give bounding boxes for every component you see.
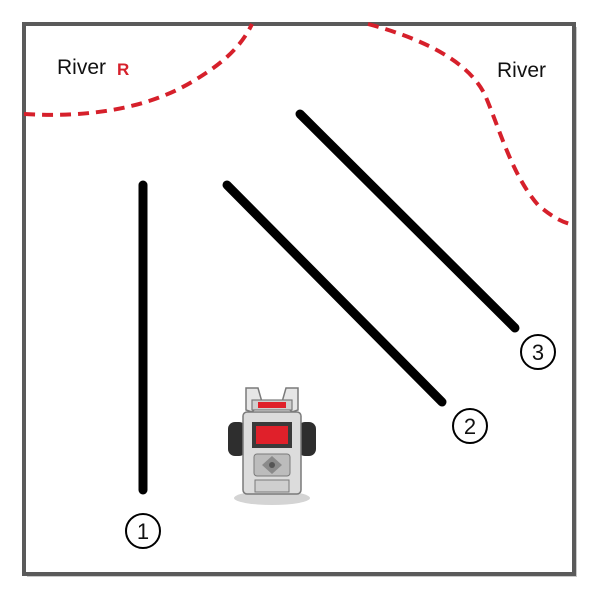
robot-screen: [256, 426, 288, 444]
marker-2: 2: [452, 408, 488, 444]
marker-1: 1: [125, 513, 161, 549]
marker-3: 3: [520, 334, 556, 370]
robot-center-dot: [269, 462, 275, 468]
guide-line-2: [222, 180, 447, 407]
marker-circle: [452, 408, 488, 444]
robot-wheel-left: [228, 422, 246, 456]
river-left-mark: R: [117, 60, 129, 79]
marker-3-label: 3: [532, 340, 544, 365]
river-left-boundary: [23, 23, 254, 117]
robot-rear: [254, 479, 290, 493]
robot-wheel-right: [298, 422, 316, 456]
robot-icon: [228, 387, 316, 505]
marker-circle: [520, 334, 556, 370]
robot-front-sensor: [258, 402, 286, 408]
river-right-boundary: [367, 22, 575, 227]
river-right-label: River: [497, 59, 546, 82]
marker-2-label: 2: [464, 414, 476, 439]
marker-circle: [125, 513, 161, 549]
guide-line-3: [295, 109, 520, 333]
marker-1-label: 1: [137, 519, 149, 544]
river-left-label: River: [57, 56, 106, 79]
